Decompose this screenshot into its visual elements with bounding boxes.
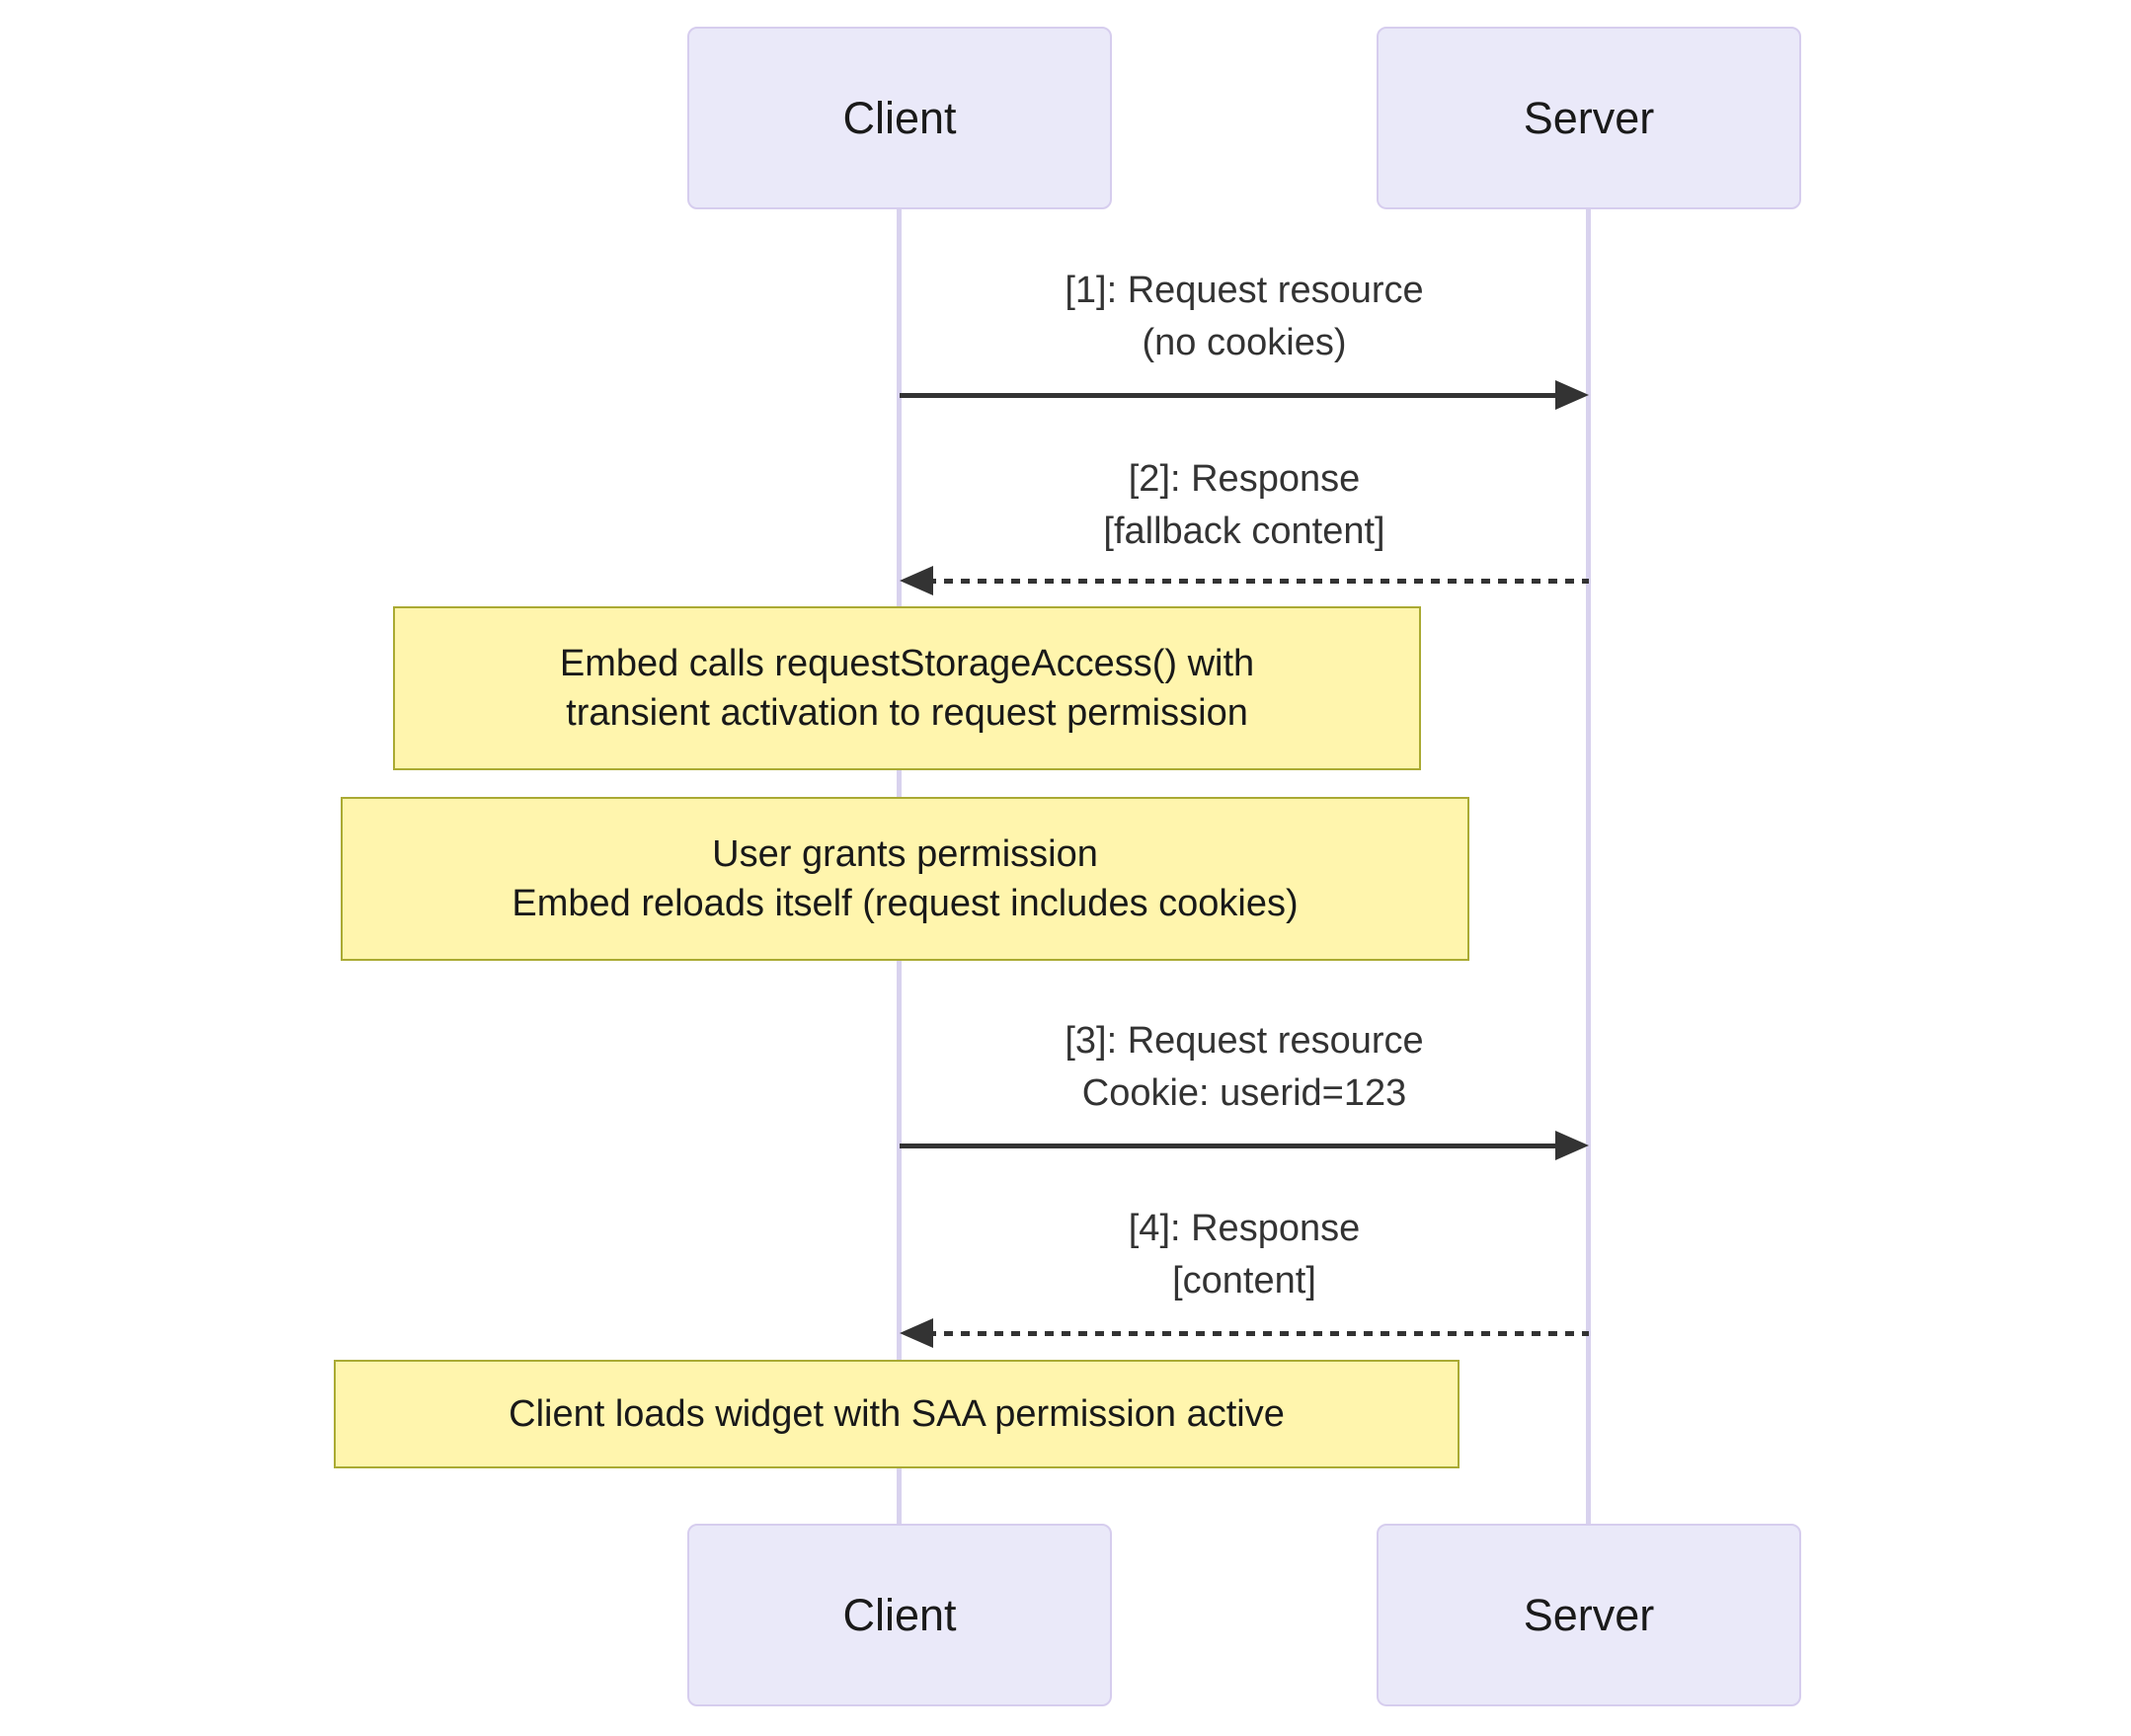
- message-1-line-1: [1]: Request resource: [1065, 270, 1424, 311]
- message-3-line-2: Cookie: userid=123: [1081, 1072, 1407, 1114]
- actor-client-top: Client: [687, 27, 1112, 209]
- actor-server-bottom-label: Server: [1523, 1589, 1655, 1640]
- message-2-arrow-shaft: [927, 578, 1589, 584]
- actor-client-top-label: Client: [842, 92, 957, 143]
- lifeline-server: [1586, 209, 1591, 1524]
- message-3-arrow-shaft: [900, 1143, 1561, 1148]
- note-widget-loaded-line-1: Client loads widget with SAA permission …: [509, 1393, 1285, 1435]
- message-1-label: [1]: Request resource (no cookies): [800, 265, 1689, 369]
- actor-server-top-label: Server: [1523, 92, 1655, 143]
- note-storage-access-line-2: transient activation to request permissi…: [566, 692, 1248, 734]
- message-2-line-2: [fallback content]: [1103, 511, 1385, 552]
- message-3-arrowhead-icon: [1555, 1131, 1589, 1160]
- message-2-arrowhead-icon: [900, 566, 933, 595]
- note-user-grants-line-1: User grants permission: [712, 833, 1098, 875]
- message-3-line-1: [3]: Request resource: [1065, 1020, 1424, 1062]
- note-storage-access-line-1: Embed calls requestStorageAccess() with: [559, 643, 1255, 684]
- message-4-line-2: [content]: [1172, 1260, 1316, 1302]
- note-storage-access: Embed calls requestStorageAccess() with …: [393, 606, 1421, 770]
- message-3-label: [3]: Request resource Cookie: userid=123: [800, 1015, 1689, 1120]
- note-user-grants-line-2: Embed reloads itself (request includes c…: [512, 883, 1299, 924]
- message-1-arrowhead-icon: [1555, 380, 1589, 410]
- actor-server-top: Server: [1377, 27, 1801, 209]
- note-widget-loaded: Client loads widget with SAA permission …: [334, 1360, 1460, 1468]
- message-2-line-1: [2]: Response: [1128, 458, 1361, 500]
- actor-client-bottom-label: Client: [842, 1589, 957, 1640]
- message-4-arrowhead-icon: [900, 1318, 933, 1348]
- actor-client-bottom: Client: [687, 1524, 1112, 1706]
- message-4-arrow-shaft: [927, 1330, 1589, 1336]
- message-4-line-1: [4]: Response: [1128, 1208, 1361, 1249]
- message-4-label: [4]: Response [content]: [800, 1203, 1689, 1307]
- message-1-line-2: (no cookies): [1142, 322, 1347, 363]
- message-2-label: [2]: Response [fallback content]: [800, 453, 1689, 558]
- message-1-arrow-shaft: [900, 392, 1561, 398]
- note-user-grants: User grants permission Embed reloads its…: [341, 797, 1469, 961]
- actor-server-bottom: Server: [1377, 1524, 1801, 1706]
